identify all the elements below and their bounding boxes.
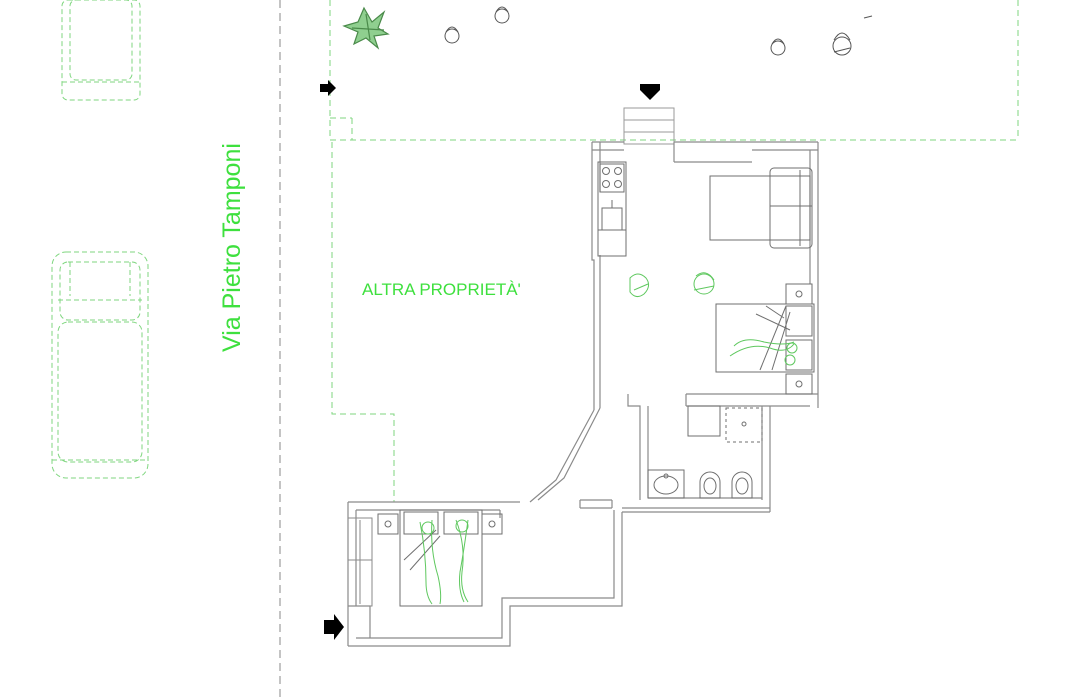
- nightstands: [377, 513, 503, 535]
- car-icon: [51, 251, 149, 479]
- garden-chairs: [444, 6, 873, 56]
- sleeping-figures: [729, 339, 798, 366]
- nightstands: [785, 283, 813, 395]
- apartment-walls: [347, 141, 819, 647]
- bed-second: [399, 509, 483, 607]
- other-property-label: ALTRA PROPRIETÀ': [362, 280, 521, 299]
- street-name-label: Via Pietro Tamponi: [218, 143, 246, 352]
- entrance-arrow-icon: [640, 84, 660, 100]
- living-chairs: [629, 272, 715, 298]
- entrance-arrow-icon: [324, 614, 344, 640]
- bathroom: [647, 405, 763, 499]
- other-property-area: ALTRA PROPRIETÀ': [331, 142, 521, 502]
- street-area: Via Pietro Tamponi: [51, 0, 281, 700]
- car-icon: [61, 0, 141, 101]
- sleeping-figures: [419, 519, 469, 605]
- bed-master: [715, 303, 815, 373]
- tree-icon: [342, 6, 390, 50]
- sofa: [709, 167, 813, 249]
- entrance-arrow-icon: [320, 80, 336, 96]
- entry-steps: [623, 107, 675, 145]
- wardrobe: [347, 517, 373, 607]
- kitchen: [597, 161, 627, 257]
